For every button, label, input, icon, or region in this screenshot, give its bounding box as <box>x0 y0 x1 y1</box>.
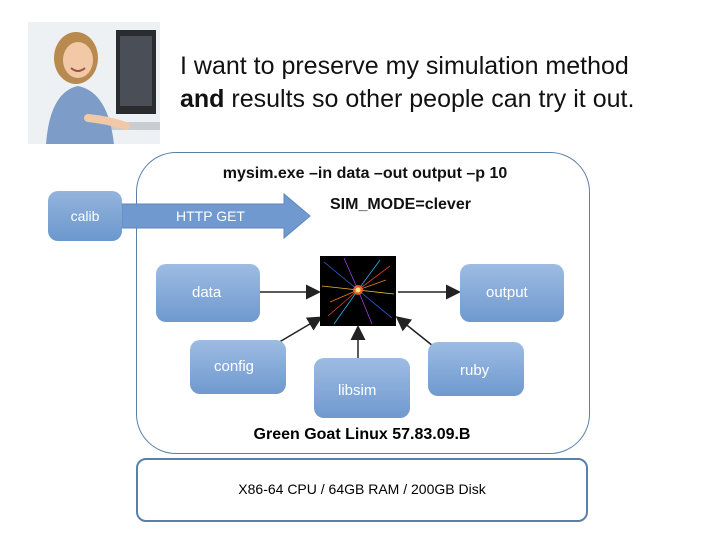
libsim-box: libsim <box>314 358 410 418</box>
os-label: Green Goat Linux 57.83.09.B <box>136 426 588 444</box>
config-label: config <box>214 358 254 375</box>
command-line: mysim.exe –in data –out output –p 10 <box>150 165 580 183</box>
calib-box: calib <box>48 191 122 241</box>
output-box: output <box>460 264 564 322</box>
calib-label: calib <box>71 208 100 224</box>
ruby-label: ruby <box>460 362 489 379</box>
config-box: config <box>190 340 286 394</box>
ruby-box: ruby <box>428 342 524 396</box>
libsim-label: libsim <box>338 382 376 399</box>
data-label: data <box>192 284 221 301</box>
hardware-label: X86-64 CPU / 64GB RAM / 200GB Disk <box>136 481 588 497</box>
config-to-sim-arrow <box>276 318 320 344</box>
env-variable: SIM_MODE=clever <box>330 196 471 214</box>
data-box: data <box>156 264 260 322</box>
simulation-visualization-image <box>320 256 396 326</box>
http-get-label: HTTP GET <box>176 208 245 224</box>
output-label: output <box>486 284 528 301</box>
